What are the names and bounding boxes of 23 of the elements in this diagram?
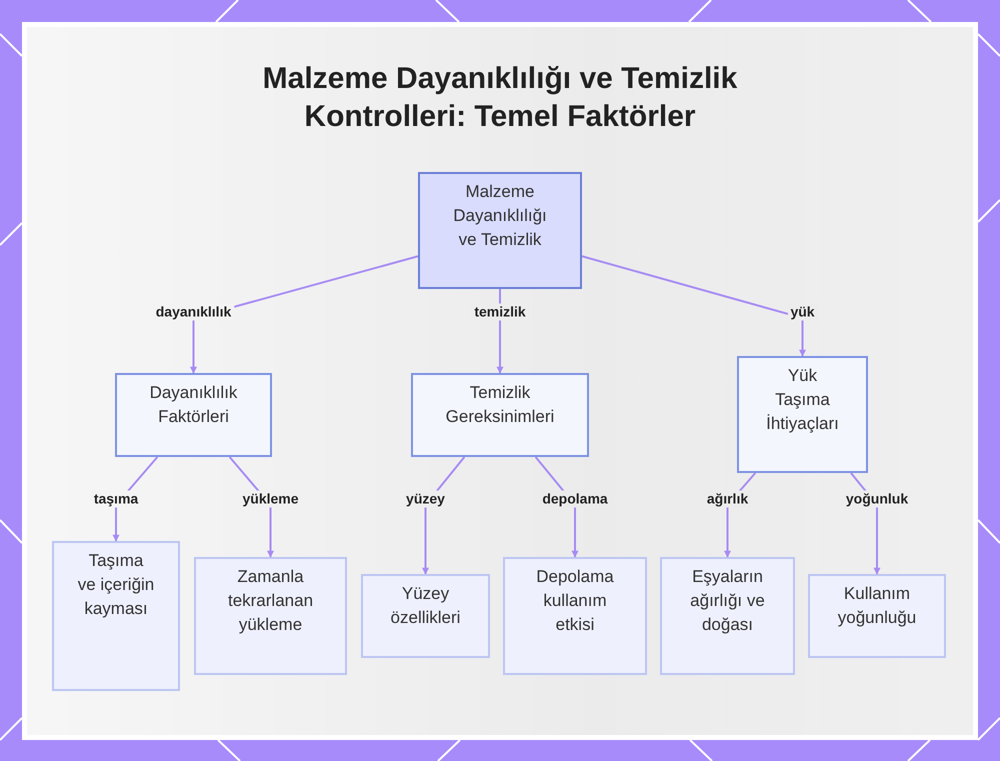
node-label: Depolama kullanım etkisi (535, 566, 615, 636)
node-label: Kullanım yoğunluğu (836, 583, 918, 629)
node-label: Dayanıklılık Faktörleri (148, 382, 238, 428)
node-label: Malzeme Dayanıklılığı ve Temizlik (452, 181, 548, 251)
diagram-title: Malzeme Dayanıklılığı ve Temizlik Kontrolleri: Temel Faktörler (262, 61, 738, 135)
node-label: Zamanla tekrarlanan yükleme (226, 566, 314, 636)
process-box (411, 373, 589, 457)
node-label: Yüzey özellikleri (390, 583, 462, 629)
process-box (418, 172, 582, 289)
process-box (361, 574, 490, 658)
process-box (52, 541, 180, 691)
node-label: Taşıma ve içeriğin kayması (76, 550, 156, 620)
edge-label: yüzey (403, 490, 448, 508)
process-box (808, 574, 946, 658)
process-box (194, 557, 347, 675)
node-label: Eşyaların ağırlığı ve doğası (689, 566, 766, 636)
process-box (737, 356, 868, 473)
node-label: Temizlik Gereksinimleri (444, 382, 556, 428)
node-label: Yük Taşıma İhtiyaçları (765, 365, 840, 435)
process-box (660, 557, 795, 675)
process-box (503, 557, 647, 675)
process-box (115, 373, 272, 457)
arrow (582, 255, 806, 357)
